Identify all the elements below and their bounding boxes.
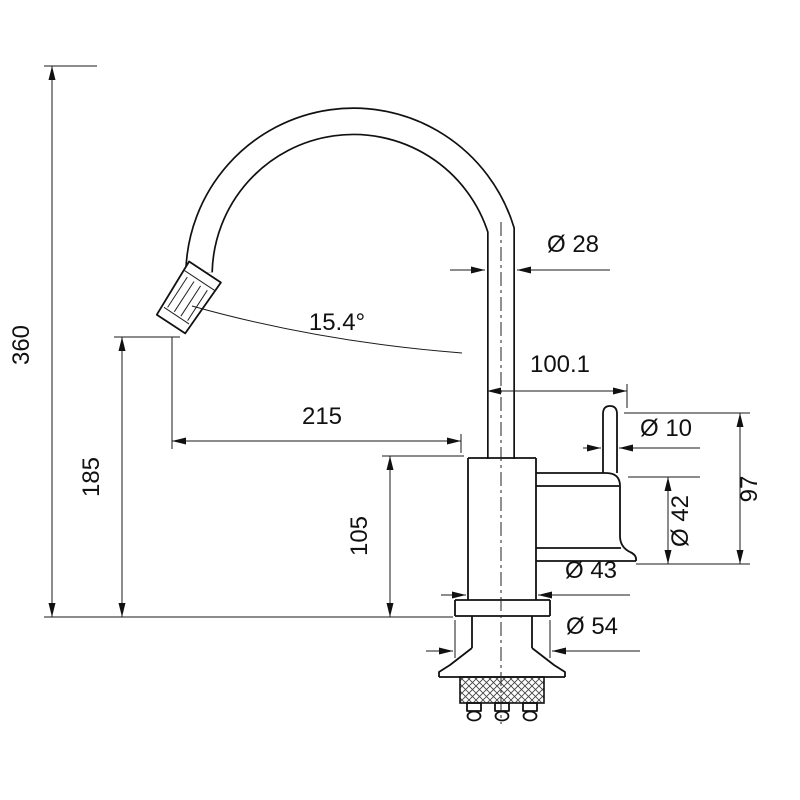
dim-label-body-height: 105: [346, 516, 373, 556]
spout-tube: [185, 107, 515, 459]
dim-label-lever-diameter: Ø 10: [640, 415, 692, 442]
spray-head: [155, 260, 222, 335]
dim-label-handle-reach: 100.1: [530, 351, 590, 378]
dim-label-body-diameter: Ø 43: [565, 557, 617, 584]
dim-label-spout-height: 185: [78, 457, 105, 497]
mounting-hardware: [459, 676, 545, 722]
handle-lever: [536, 405, 638, 562]
base-flange: [438, 599, 566, 678]
dim-label-handle-hub-diameter: Ø 42: [667, 495, 694, 547]
faucet-body: [467, 457, 537, 600]
dim-label-spray-angle: 15.4°: [309, 309, 365, 336]
dim-spray-angle: 15.4°: [191, 305, 463, 354]
dim-handle-height: 97: [624, 412, 763, 564]
dim-label-base-diameter: Ø 54: [566, 613, 618, 640]
dim-label-handle-height: 97: [736, 476, 763, 503]
dim-label-spout-reach: 215: [302, 403, 342, 430]
dim-body-height: 105: [346, 455, 464, 617]
dim-handle-reach: 100.1: [487, 351, 628, 408]
dim-body-diameter: Ø 43: [441, 557, 630, 599]
dim-handle-hub-diameter: Ø 42: [628, 476, 750, 565]
dim-spout-reach: 215: [171, 337, 462, 453]
dim-label-total-height: 360: [8, 325, 35, 365]
dim-spout-height: 185: [78, 336, 180, 617]
dim-total-height: 360: [8, 65, 453, 618]
dim-base-diameter: Ø 54: [426, 613, 640, 658]
dim-label-spout-diameter: Ø 28: [547, 231, 599, 258]
dim-lever-diameter: Ø 10: [583, 415, 700, 452]
dim-spout-diameter: Ø 28: [450, 231, 610, 274]
